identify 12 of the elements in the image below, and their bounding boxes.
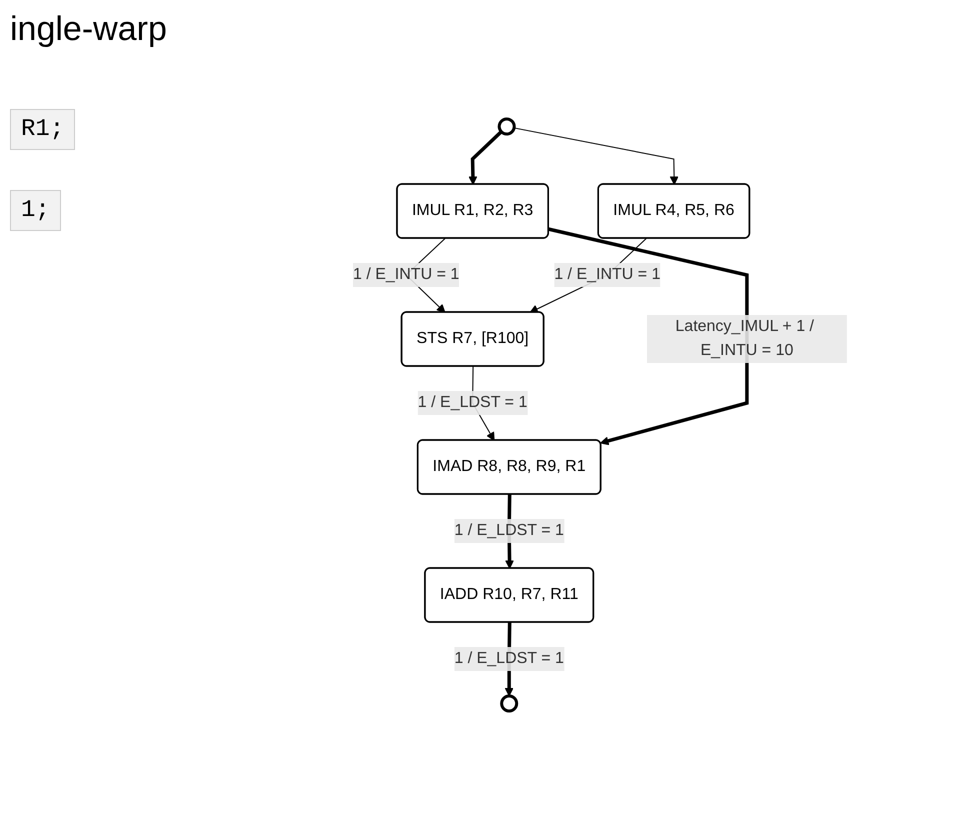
edge-label: 1 / E_LDST = 1 bbox=[454, 650, 564, 667]
edge-label: 1 / E_INTU = 1 bbox=[554, 266, 661, 283]
edge-label: 1 / E_LDST = 1 bbox=[454, 522, 564, 539]
node-circle bbox=[500, 694, 518, 712]
edge-label: 1 / E_INTU = 1 bbox=[353, 266, 460, 283]
arrow bbox=[468, 130, 503, 185]
title: ingle-warp bbox=[10, 10, 167, 49]
node-circle bbox=[498, 118, 516, 136]
arrow bbox=[548, 227, 749, 446]
edge-label: Latency_IMUL + 1 / E_INTU = 10 bbox=[675, 318, 814, 359]
arrow bbox=[514, 127, 679, 185]
edge-label: 1 / E_LDST = 1 bbox=[418, 394, 528, 411]
